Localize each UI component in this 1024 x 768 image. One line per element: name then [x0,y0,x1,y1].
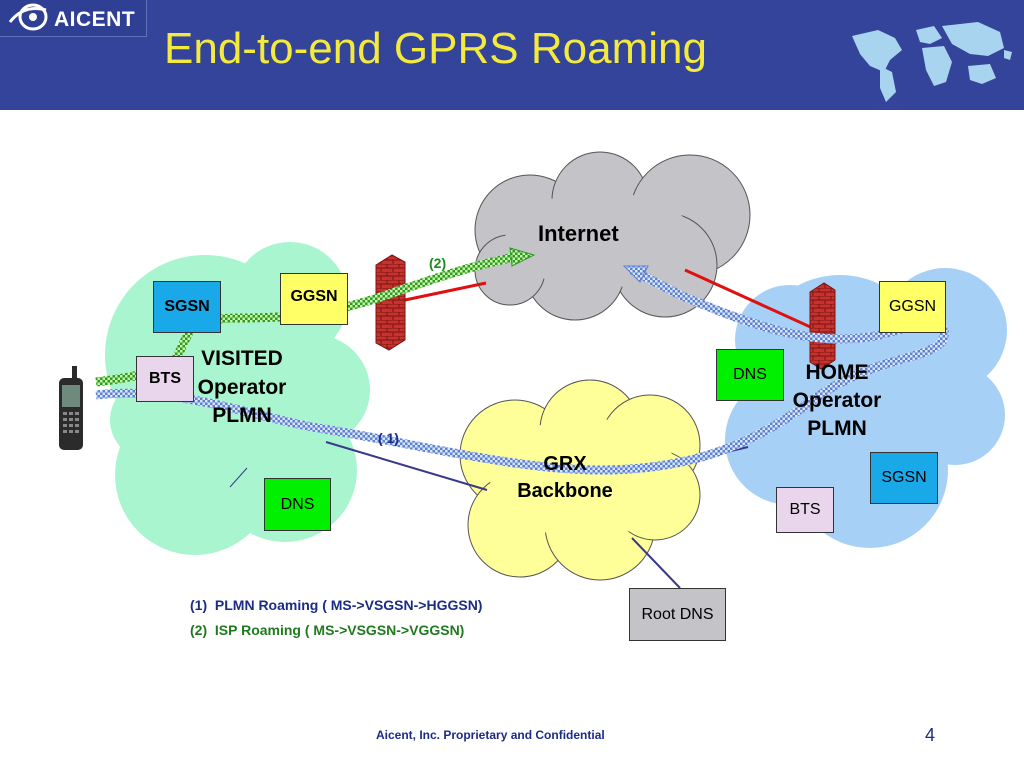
visited-sgsn-label: SGSN [164,298,210,315]
home-label-line3: PLMN [807,417,867,440]
page-number: 4 [925,725,936,745]
visited-ggsn-node: GGSN [280,273,348,325]
home-bts-node: BTS [776,487,834,533]
visited-bts-node: BTS [136,356,194,402]
visited-ggsn-label: GGSN [290,288,338,305]
visited-label-line3: PLMN [212,404,272,427]
path-isp-arrowhead [509,247,536,267]
home-sgsn-label: SGSN [881,469,927,486]
visited-sgsn-node: SGSN [153,281,221,333]
root-dns-label: Root DNS [641,605,714,623]
visited-dns-node: DNS [264,478,331,531]
home-firewall-to-internet-link [684,268,818,332]
visited-firewall-icon [375,254,406,351]
home-label-line2: Operator [792,389,882,412]
root-dns-node: Root DNS [629,588,726,641]
legend-plmn-roaming: (1) PLMN Roaming ( MS->VSGSN->HGGSN) [190,597,483,613]
logo-swirl-icon [8,3,48,31]
logo: AICENT [0,0,147,37]
visited-dns-label: DNS [280,495,315,513]
home-firewall-icon [809,282,836,370]
world-map-icon [852,22,1012,102]
visited-bts-label: BTS [149,370,181,387]
home-ggsn-node: GGSN [879,281,946,333]
visited-label-line1: VISITED [201,347,283,370]
visited-to-grx-link [325,441,488,491]
home-bts-label: BTS [789,501,821,518]
path1-marker: ( 1) [378,430,399,446]
internet-label: Internet [538,221,619,246]
grx-to-rootdns-link [631,537,681,589]
visited-label-line2: Operator [197,376,287,399]
mobile-phone-icon [59,366,83,450]
footer-confidential: Aicent, Inc. Proprietary and Confidentia… [376,728,605,742]
home-dns-node: DNS [716,349,784,401]
visited-firewall-to-internet-link [404,281,487,302]
logo-text: AICENT [54,8,136,31]
home-label-line1: HOME [805,361,869,384]
visited-dns-tick [229,467,248,488]
grx-label-line2: Backbone [517,480,613,502]
grx-label-line1: GRX [543,453,587,475]
header-bar: AICENT End-to-end GPRS Roaming [0,0,1024,110]
home-sgsn-node: SGSN [870,452,938,504]
home-dns-label: DNS [733,366,767,383]
page-title: End-to-end GPRS Roaming [164,24,707,73]
home-ggsn-label: GGSN [888,298,937,315]
path2-marker: (2) [429,255,447,271]
path-plmn-roaming [95,266,949,475]
path-plmn-arrowhead [622,265,649,283]
legend-isp-roaming: (2) ISP Roaming ( MS->VSGSN->VGGSN) [190,622,465,638]
